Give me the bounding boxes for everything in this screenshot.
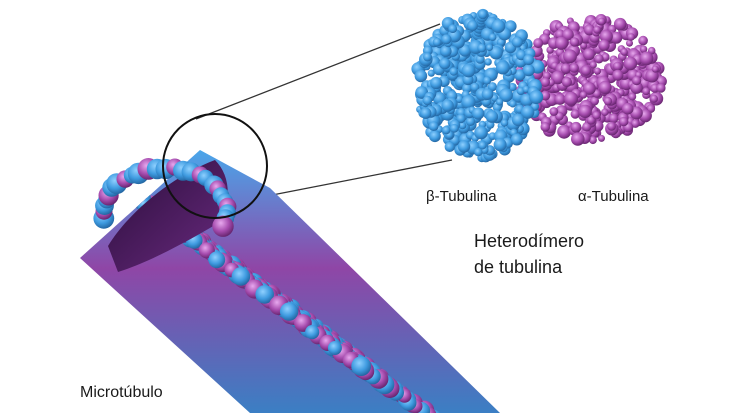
- connector-line-bottom: [261, 159, 453, 198]
- microtubule-rim: [93, 158, 237, 237]
- alpha-tubulin-label: α-Tubulina: [578, 188, 649, 205]
- zoom-circle: [162, 113, 268, 219]
- beta-tubulin-label: β-Tubulina: [426, 188, 497, 205]
- heterodimer-label: Heterodímero de tubulina: [474, 228, 584, 280]
- heterodimer-label-line1: Heterodímero: [474, 231, 585, 251]
- heterodimer-label-line2: de tubulina: [474, 257, 563, 277]
- microtubule-lumen: [108, 160, 228, 272]
- beta-tubulin-molecule: [411, 8, 545, 163]
- microtubule-label: Microtúbulo: [80, 384, 163, 401]
- connector-line-top: [195, 23, 441, 120]
